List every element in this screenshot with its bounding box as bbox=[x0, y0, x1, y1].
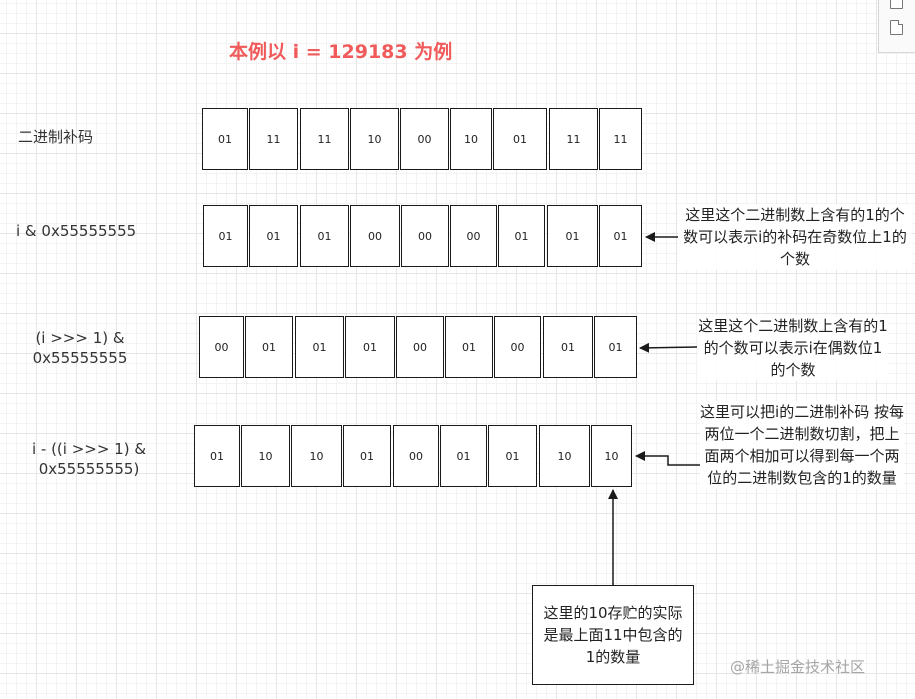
bit-cell: 00 bbox=[393, 425, 439, 487]
bit-cell: 01 bbox=[343, 425, 391, 487]
callout-text: 这里的10存贮的实际是最上面11中包含的1的数量 bbox=[543, 604, 683, 666]
row-label-subtract: i - ((i >>> 1) & 0x55555555) bbox=[31, 440, 147, 478]
row-label-and-mask: i & 0x55555555 bbox=[16, 222, 137, 240]
bit-cell: 10 bbox=[350, 108, 399, 170]
bit-cell: 11 bbox=[249, 108, 298, 170]
note-pair-sum: 这里可以把i的二进制补码 按每两位一个二进制数切割，把上面两个相加可以得到每一个… bbox=[700, 401, 904, 489]
bit-cell: 01 bbox=[202, 108, 248, 170]
bit-cell: 10 bbox=[450, 108, 492, 170]
bit-cell: 01 bbox=[594, 316, 637, 378]
bit-cell: 11 bbox=[599, 108, 642, 170]
bit-cell: 10 bbox=[291, 425, 342, 487]
bit-cell: 00 bbox=[450, 205, 497, 267]
bit-cell: 01 bbox=[300, 205, 349, 267]
note-odd-bits: 这里这个二进制数上含有的1的个数可以表示i的补码在奇数位上1的个数 bbox=[678, 204, 912, 270]
format-panel-toggle[interactable] bbox=[878, 0, 915, 53]
bit-cell: 10 bbox=[591, 425, 632, 487]
arrow-note-pair-sum bbox=[635, 451, 700, 466]
row-label-shift-mask: (i >>> 1) & 0x55555555 bbox=[32, 329, 128, 367]
bit-cell: 01 bbox=[345, 316, 395, 378]
bit-cell: 01 bbox=[194, 425, 240, 487]
bit-cell: 00 bbox=[494, 316, 541, 378]
bit-cell: 11 bbox=[549, 108, 598, 170]
bit-cell: 01 bbox=[543, 316, 593, 378]
arrow-note-even-bits bbox=[639, 342, 698, 353]
bit-cell: 01 bbox=[493, 108, 547, 170]
bit-cell: 01 bbox=[547, 205, 598, 267]
bit-cell: 01 bbox=[245, 316, 293, 378]
bit-cell: 00 bbox=[401, 205, 449, 267]
bit-cell: 10 bbox=[539, 425, 590, 487]
bit-cell: 01 bbox=[445, 316, 493, 378]
document-icon bbox=[890, 20, 903, 35]
bit-cell: 01 bbox=[599, 205, 642, 267]
bit-cell: 01 bbox=[440, 425, 487, 487]
bit-cell: 01 bbox=[498, 205, 545, 267]
note-even-bits: 这里这个二进制数上含有的1的个数可以表示i在偶数位1的个数 bbox=[698, 315, 888, 381]
bit-cell: 00 bbox=[199, 316, 244, 378]
bit-cell: 00 bbox=[396, 316, 444, 378]
document-icon bbox=[890, 0, 903, 9]
bit-cell: 00 bbox=[400, 108, 449, 170]
bit-cell: 01 bbox=[488, 425, 537, 487]
bit-cell: 00 bbox=[350, 205, 400, 267]
bit-cell: 10 bbox=[241, 425, 290, 487]
bit-cell: 01 bbox=[295, 316, 344, 378]
watermark: @稀土掘金技术社区 bbox=[730, 658, 866, 676]
bit-cell: 01 bbox=[249, 205, 298, 267]
diagram-title: 本例以 i = 129183 为例 bbox=[229, 41, 453, 63]
row-label-complement: 二进制补码 bbox=[18, 128, 94, 146]
callout-box: 这里的10存贮的实际是最上面11中包含的1的数量 bbox=[532, 585, 694, 685]
bit-cell: 11 bbox=[300, 108, 349, 170]
bit-cell: 01 bbox=[203, 205, 248, 267]
